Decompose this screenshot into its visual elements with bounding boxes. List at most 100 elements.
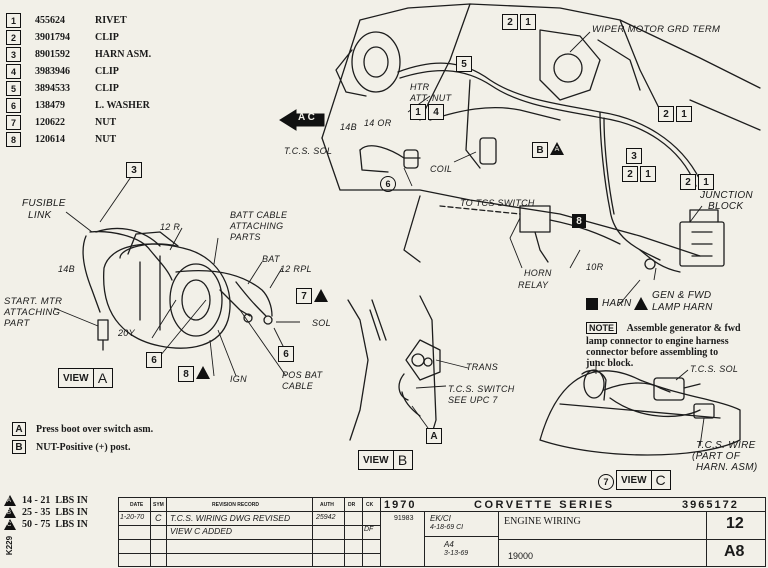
- note-text: NUT-Positive (+) post.: [36, 441, 131, 453]
- callout-8: 8: [178, 366, 194, 382]
- lower-note: B NUT-Positive (+) post.: [12, 438, 153, 456]
- batt-cable-label: BATT CABLE: [230, 210, 288, 220]
- callout-5: 5: [456, 56, 472, 72]
- callout-1: 1: [410, 104, 426, 120]
- wire-14b-label: 14B: [340, 122, 357, 132]
- callout-a: A: [426, 428, 442, 444]
- torque-sym: A: [7, 497, 12, 504]
- note-key: B: [12, 440, 26, 454]
- rev2-dr: DF: [364, 526, 374, 533]
- part-number: 455624: [35, 15, 65, 26]
- title-appr: A4: [444, 540, 454, 549]
- torque-side: K229: [4, 532, 16, 558]
- title-ref: 91983: [394, 515, 414, 522]
- view-c-tag: VIEW C: [616, 470, 671, 490]
- bat-label: BAT: [262, 254, 280, 264]
- title-block: [118, 497, 766, 567]
- view-a-word: VIEW: [63, 372, 89, 384]
- callout-1: 1: [640, 166, 656, 182]
- part-name: NUT: [95, 134, 117, 145]
- start-mtr-label: START. MTR: [4, 296, 63, 307]
- callout-2: 2: [680, 174, 696, 190]
- view-arrow-label: A C: [284, 110, 324, 128]
- torque-row: A 14 - 21 LBS IN: [4, 494, 88, 506]
- title-year: 1970: [384, 499, 417, 511]
- callout-1: 1: [676, 106, 692, 122]
- tcs-solenoid-c: [653, 377, 685, 401]
- part-number: 138479: [35, 100, 65, 111]
- parts-row: 7 120622 NUT: [6, 114, 151, 131]
- callout-b: B: [532, 142, 548, 158]
- part-index: 7: [6, 115, 21, 130]
- start-attaching-label: ATTACHING: [4, 307, 61, 318]
- part-number: 3983946: [35, 66, 70, 77]
- att-nut-label: ATT. NUT: [410, 93, 452, 103]
- to-tcs-label: TO TCS SWITCH: [460, 198, 535, 208]
- parts-row: 8 120614 NUT: [6, 131, 151, 148]
- title-dr: EK/CI: [430, 514, 451, 523]
- harn-label: HARN: [602, 298, 632, 309]
- callout-6: 6: [146, 352, 162, 368]
- callout-2: 2: [622, 166, 638, 182]
- callout-7: 7: [296, 288, 312, 304]
- tcs-sol-c-label: T.C.S. SOL: [690, 364, 739, 374]
- parts-row: 1 455624 RIVET: [6, 12, 151, 29]
- part-number: 3894533: [35, 83, 70, 94]
- title-appr-date: 3-13-69: [444, 550, 469, 557]
- lamp-harn-label: LAMP HARN: [652, 302, 713, 313]
- pos-bat-label: POS BAT: [282, 370, 323, 380]
- parts-row: 3 8901592 HARN ASM.: [6, 46, 151, 63]
- title-page: A8: [724, 543, 745, 560]
- parts-row: 4 3983946 CLIP: [6, 63, 151, 80]
- junction-block: [679, 221, 725, 267]
- note-tag: NOTE: [586, 322, 618, 334]
- parts-row: 2 3901794 CLIP: [6, 29, 151, 46]
- tcs-sol-label: T.C.S. SOL: [284, 146, 333, 156]
- col-sym: SYM: [153, 502, 164, 508]
- title-number: 19000: [508, 551, 534, 561]
- delta-icon: [314, 289, 328, 302]
- title-name: ENGINE WIRING: [504, 516, 581, 527]
- part-name: HARN ASM.: [95, 49, 152, 60]
- body-outline: [321, 3, 761, 139]
- view-b-word: VIEW: [363, 454, 389, 466]
- wiper-label: WIPER MOTOR GRD TERM: [592, 24, 721, 35]
- wiper-motor: [351, 31, 401, 93]
- col-ck: CK: [366, 502, 374, 508]
- callout-6: 6: [278, 346, 294, 362]
- part-index: 4: [6, 64, 21, 79]
- delta-icon: A: [4, 494, 18, 506]
- delta-letter: A: [554, 146, 560, 153]
- view-c-letter: C: [650, 471, 670, 489]
- lower-notes: A Press boot over switch asm. B NUT-Posi…: [12, 420, 153, 456]
- col-date: DATE: [130, 502, 144, 508]
- coil-label: COIL: [430, 164, 453, 174]
- part-name: L. WASHER: [95, 100, 150, 111]
- part-number: 8901592: [35, 49, 70, 60]
- rev2-text: VIEW C ADDED: [170, 526, 233, 536]
- block-label: BLOCK: [708, 201, 744, 212]
- torque-legend: A 14 - 21 LBS IN B 25 - 35 LBS IN C 50 -…: [4, 494, 88, 555]
- torque-side-text: K229: [5, 535, 15, 555]
- view-b-tag: VIEW B: [358, 450, 413, 470]
- start-part-label: PART: [4, 318, 30, 329]
- rev1-auth: 25942: [316, 514, 336, 521]
- torque-text: 50 - 75 LBS IN: [22, 518, 88, 530]
- torque-text: 25 - 35 LBS IN: [22, 506, 88, 518]
- torque-sym: C: [7, 521, 12, 528]
- rev1-text: T.C.S. WIRING DWG REVISED: [170, 513, 291, 523]
- callout-2: 2: [658, 106, 674, 122]
- tcs-switch-body: [405, 339, 441, 381]
- note-key: A: [12, 422, 26, 436]
- rev1-sym: C: [155, 513, 162, 523]
- title-ck: 4-18-69 CI: [430, 524, 464, 531]
- part-number: 120622: [35, 117, 65, 128]
- callout-circle-7: 7: [598, 474, 614, 490]
- callout-1: 1: [520, 14, 536, 30]
- attaching-label: ATTACHING: [230, 221, 284, 231]
- link-label: LINK: [28, 210, 52, 221]
- part-number: 3901794: [35, 32, 70, 43]
- trans-label: TRANS: [466, 362, 499, 372]
- wire-20y-label: 20Y: [118, 328, 135, 338]
- torque-sym: B: [7, 509, 12, 516]
